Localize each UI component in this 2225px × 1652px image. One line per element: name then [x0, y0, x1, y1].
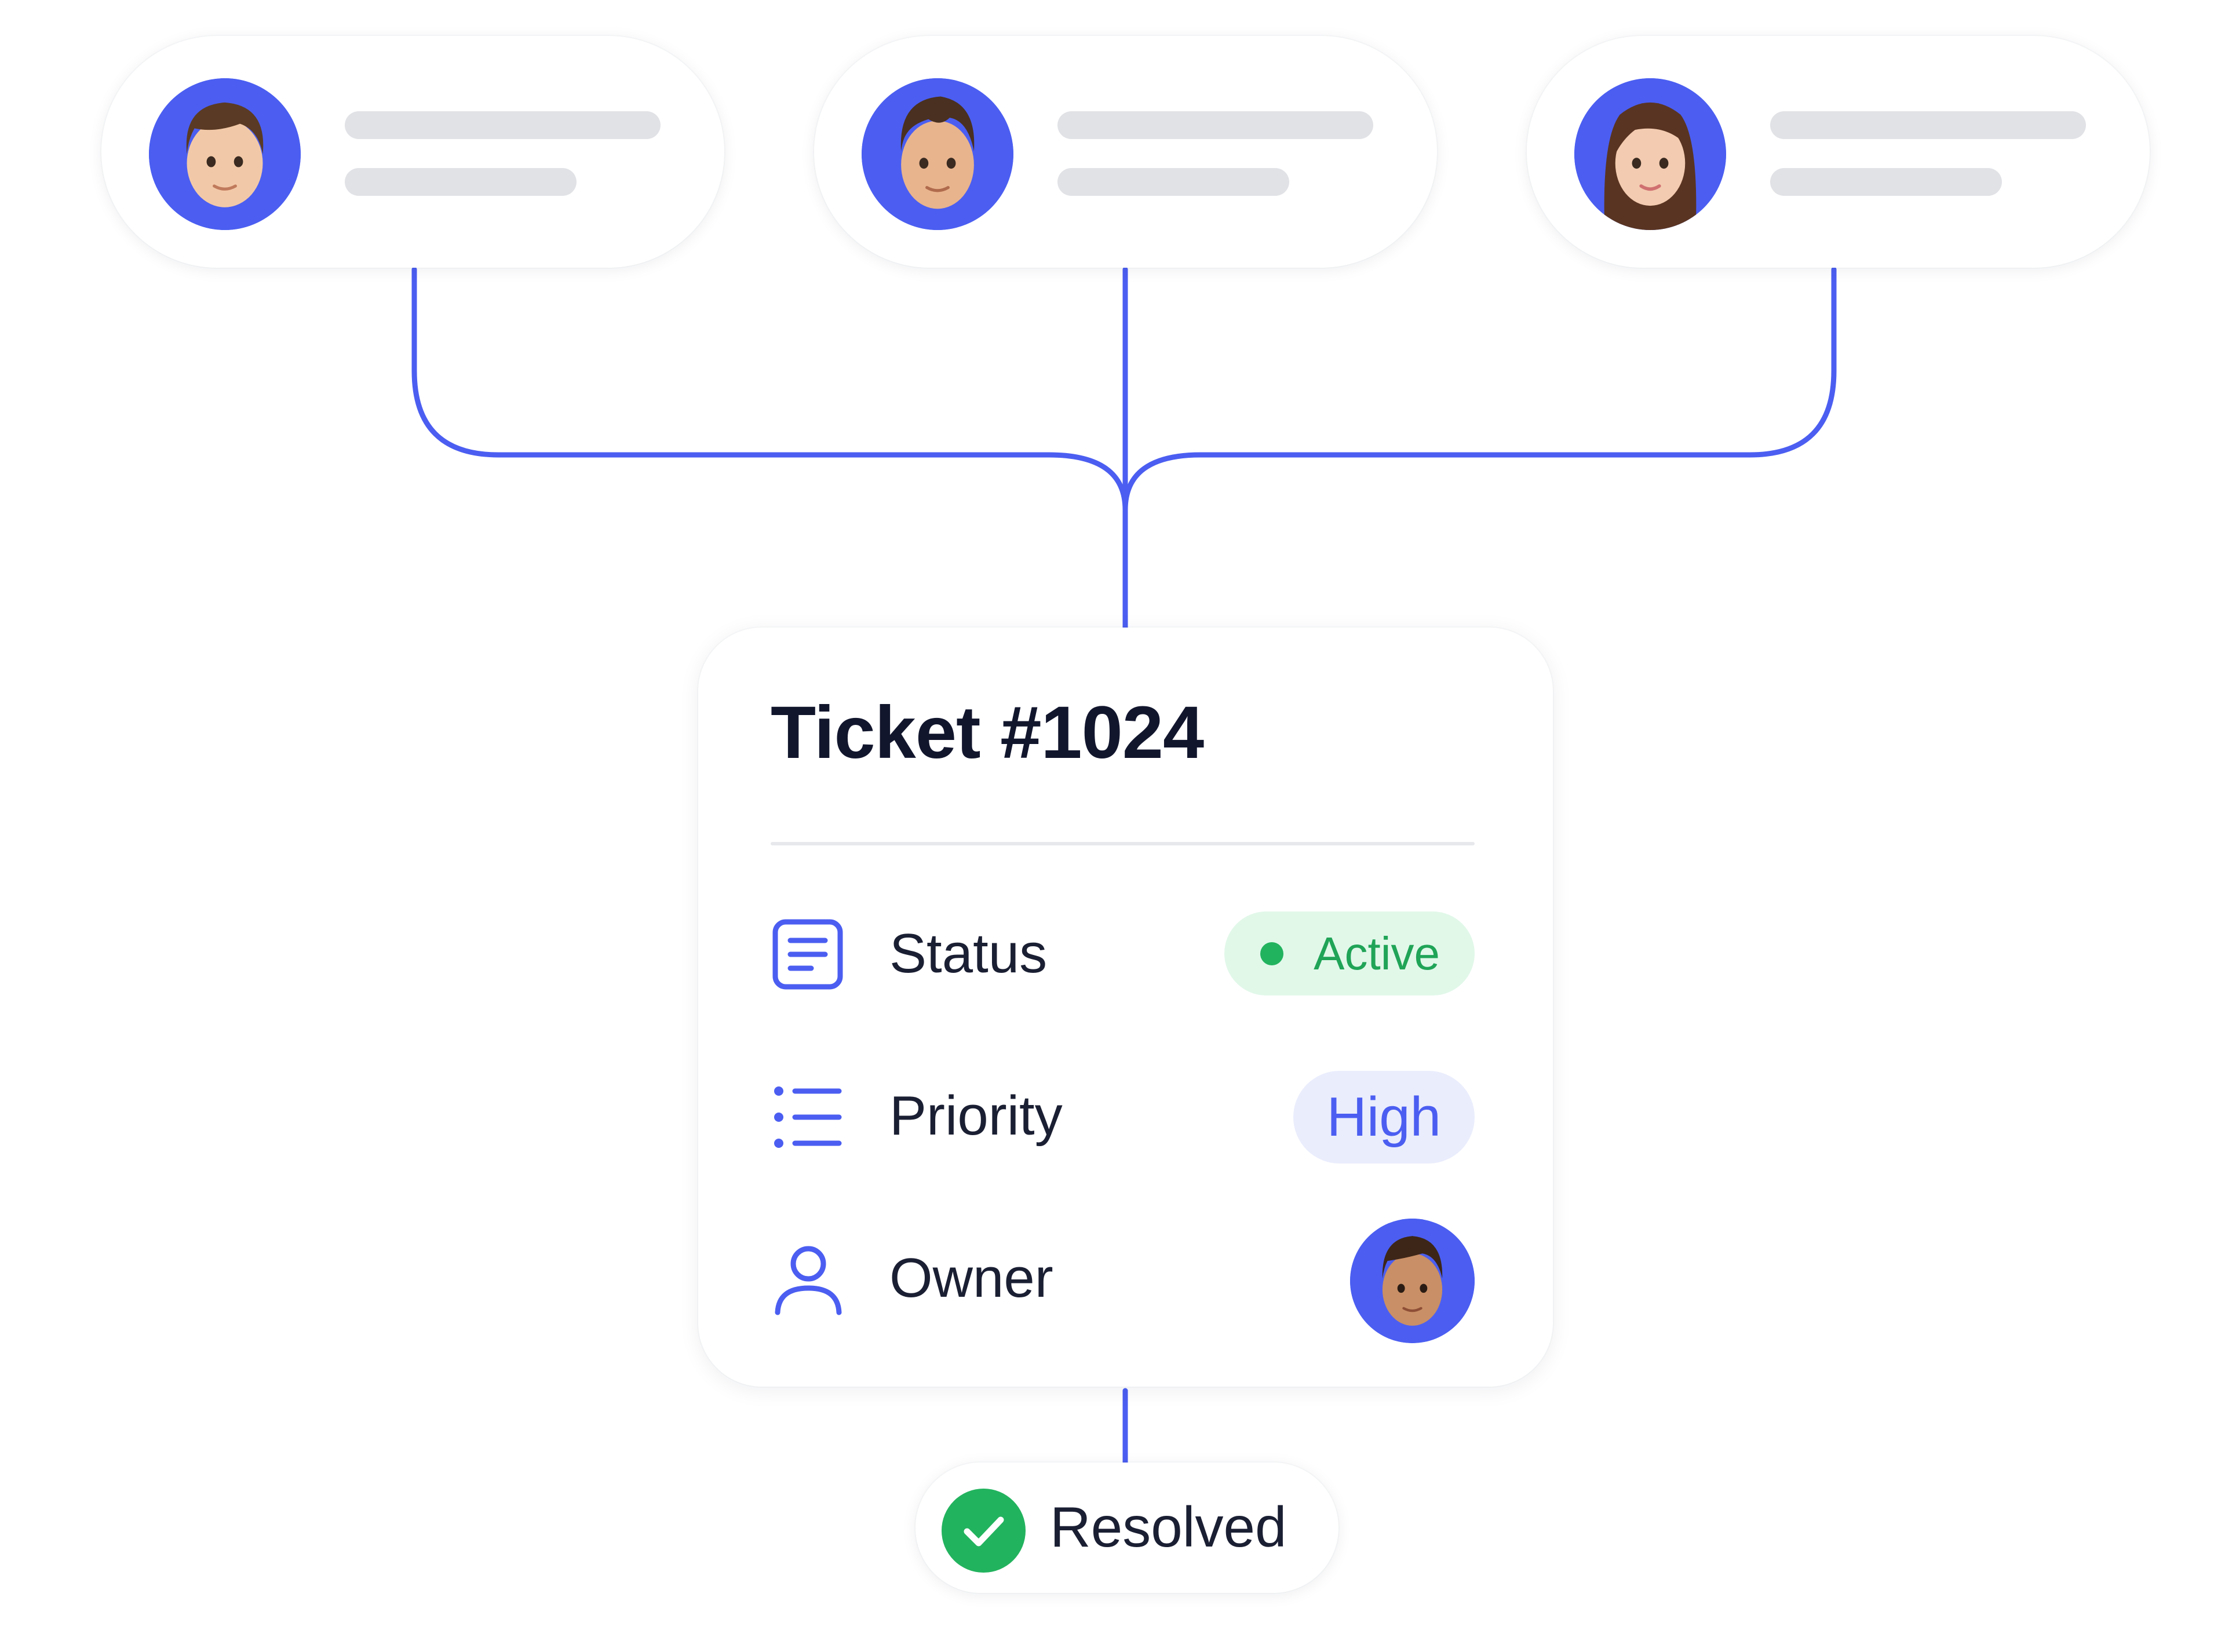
field-row-status: Status Active [771, 906, 1475, 998]
participant-card[interactable] [101, 36, 724, 268]
owner-avatar-icon[interactable] [1350, 1219, 1475, 1343]
subtitle-placeholder [1770, 168, 2002, 196]
participant-card[interactable] [814, 36, 1437, 268]
document-icon [771, 917, 846, 993]
subtitle-placeholder [1057, 168, 1289, 196]
male-avatar-icon [862, 78, 1013, 230]
connector-left [411, 267, 1128, 513]
field-label: Owner [889, 1247, 1053, 1309]
list-icon [771, 1080, 846, 1155]
name-placeholder [345, 111, 661, 139]
ticket-card[interactable]: Ticket #1024 Status Active [698, 628, 1553, 1387]
field-row-owner: Owner [771, 1219, 1475, 1343]
field-label: Priority [889, 1085, 1063, 1147]
name-placeholder [1770, 111, 2086, 139]
status-value: Active [1314, 927, 1440, 979]
resolved-chip[interactable]: Resolved [915, 1463, 1338, 1593]
priority-value: High [1326, 1086, 1441, 1148]
priority-badge[interactable]: High [1293, 1071, 1475, 1164]
ticket-title: Ticket #1024 [771, 691, 1204, 774]
user-icon [771, 1242, 846, 1317]
male-avatar-icon [149, 78, 301, 230]
name-placeholder [1057, 111, 1373, 139]
female-avatar-icon [1574, 78, 1726, 230]
divider [771, 842, 1475, 845]
check-circle-icon [942, 1489, 1026, 1573]
subtitle-placeholder [345, 168, 577, 196]
participant-card[interactable] [1527, 36, 2150, 268]
connector-right [1122, 267, 1837, 513]
field-row-priority: Priority High [771, 1068, 1475, 1164]
resolved-label: Resolved [1050, 1495, 1287, 1559]
field-label: Status [889, 922, 1048, 984]
status-badge[interactable]: Active [1224, 911, 1475, 995]
status-dot-icon [1260, 942, 1284, 965]
